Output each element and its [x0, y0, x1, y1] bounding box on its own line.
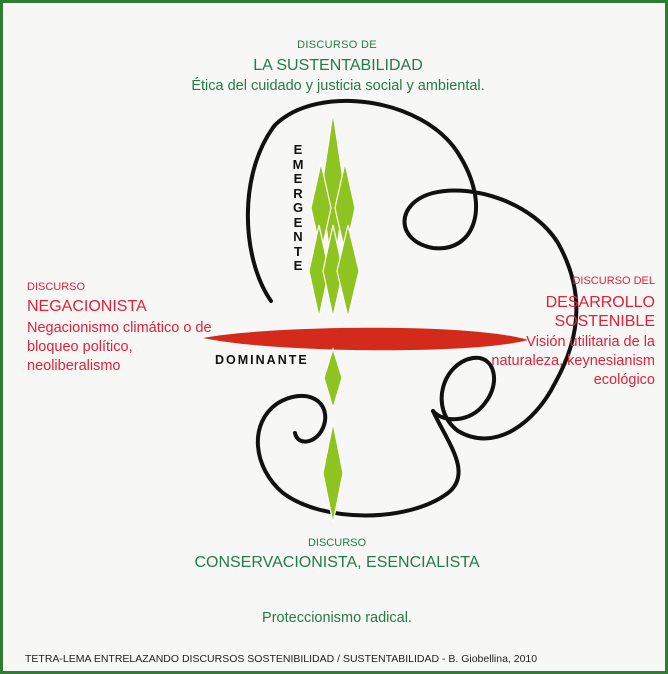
diamond-below-axis-2: [322, 422, 344, 524]
emergent-letter: N: [293, 229, 303, 244]
emergent-letter: E: [293, 258, 303, 273]
diamond-lower-left: [308, 224, 330, 318]
diagram-canvas: [203, 98, 579, 524]
emergent-diamonds: [308, 112, 360, 524]
right-discourse-prefix: DISCURSO DEL: [572, 275, 655, 287]
left-discourse-title: NEGACIONISTA: [27, 298, 147, 315]
right-discourse-description: Visión utilitaria de la naturaleza, keyn…: [491, 334, 655, 388]
interlaced-curve: [245, 98, 579, 441]
bottom-discourse-description: Proteccionismo radical.: [262, 610, 412, 626]
bottom-discourse-title: CONSERVACIONISTA, ESENCIALISTA: [194, 554, 480, 571]
left-discourse-description: Negacionismo climático o de bloqueo polí…: [27, 320, 212, 374]
emergent-letter: M: [292, 156, 304, 172]
right-discourse-title: DESARROLLO SOSTENIBLE: [545, 294, 655, 330]
left-discourse-prefix: DISCURSO: [27, 281, 86, 293]
emergent-letter: G: [292, 200, 304, 215]
dominant-axis-label: DOMINANTE: [215, 353, 309, 367]
emergent-letter: R: [293, 185, 303, 201]
emergent-letter: E: [293, 214, 303, 230]
dominant-axis: [203, 327, 528, 351]
top-discourse-description: Ética del cuidado y justicia social y am…: [191, 78, 485, 94]
interlaced-curve-lower: [255, 393, 461, 518]
emergent-letter: E: [293, 142, 303, 157]
emergent-letter: T: [294, 243, 302, 259]
top-discourse-prefix: DISCURSO DE: [297, 39, 377, 51]
diamond-below-axis-1: [323, 346, 343, 411]
diamond-lower-right: [336, 224, 360, 318]
figure-caption: TETRA-LEMA ENTRELAZANDO DISCURSOS SOSTEN…: [25, 653, 538, 665]
top-discourse-title: LA SUSTENTABILIDAD: [253, 57, 423, 74]
emergent-axis-label: E M E R G E N T E: [291, 142, 305, 274]
emergent-letter: E: [293, 171, 303, 186]
bottom-discourse-prefix: DISCURSO: [307, 537, 367, 549]
diamond-lower-center: [322, 224, 344, 318]
